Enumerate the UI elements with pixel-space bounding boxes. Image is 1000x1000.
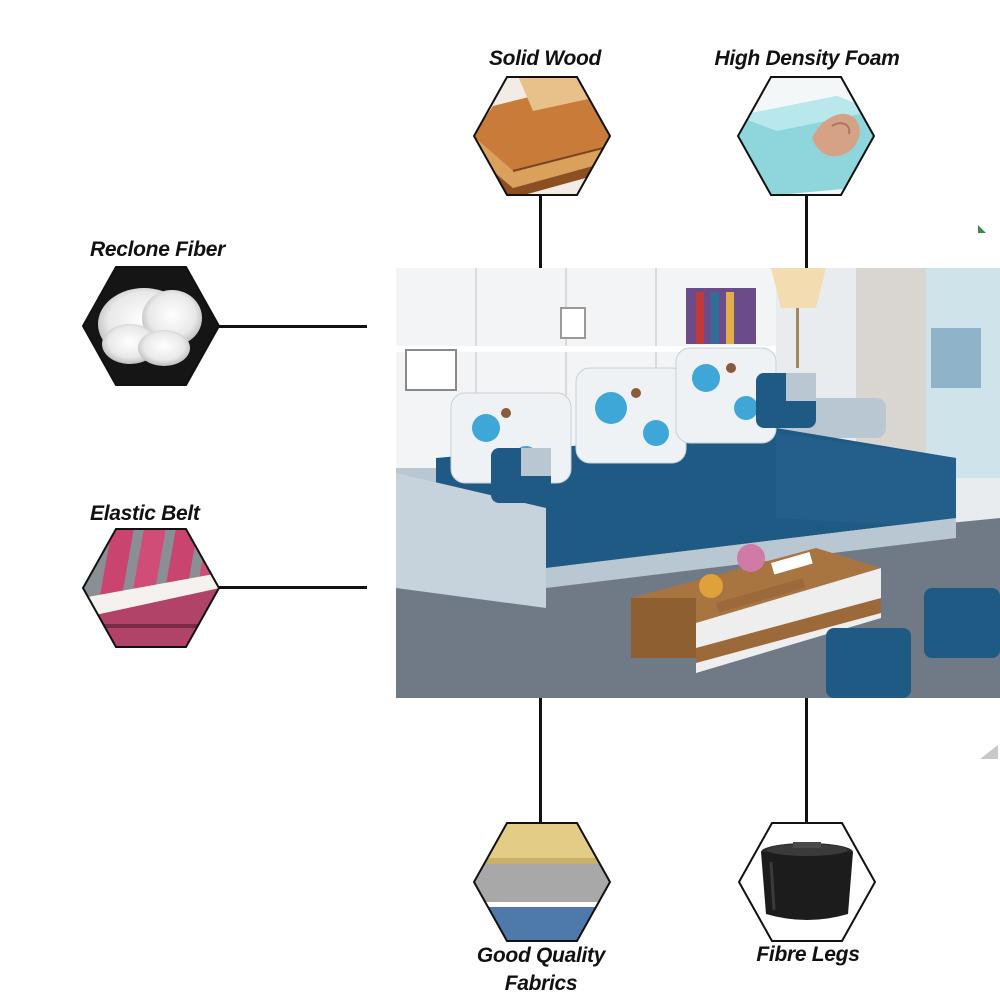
fabrics-label: Good Quality Fabrics [441, 942, 641, 998]
wood-plank-icon [473, 76, 611, 196]
elastic-belt-icon [82, 528, 220, 648]
foam-connector [805, 196, 808, 269]
solid-wood-label: Solid Wood [488, 47, 602, 70]
solid-wood-connector [539, 196, 542, 269]
fabric-connector [539, 698, 542, 822]
elastic-belt-label: Elastic Belt [90, 502, 200, 525]
belt-connector [219, 586, 367, 589]
fiber-fluff-icon [82, 266, 220, 386]
fibre-legs-label: Fibre Legs [756, 943, 860, 966]
sofa-leg-icon [738, 822, 876, 942]
fiber-connector [219, 325, 367, 328]
high-density-foam-label: High Density Foam [714, 47, 900, 70]
edge-artifact-bottom [980, 745, 998, 759]
foam-block-icon [737, 76, 875, 196]
sofa-room-photo [396, 268, 1000, 698]
legs-connector [805, 698, 808, 822]
fabric-swatch-icon [473, 822, 611, 942]
edge-artifact-top [978, 225, 986, 233]
reclone-fiber-label: Reclone Fiber [90, 238, 225, 261]
fabrics-label-line1: Good Quality [476, 944, 606, 967]
fabrics-label-line2: Fabrics [504, 972, 578, 995]
